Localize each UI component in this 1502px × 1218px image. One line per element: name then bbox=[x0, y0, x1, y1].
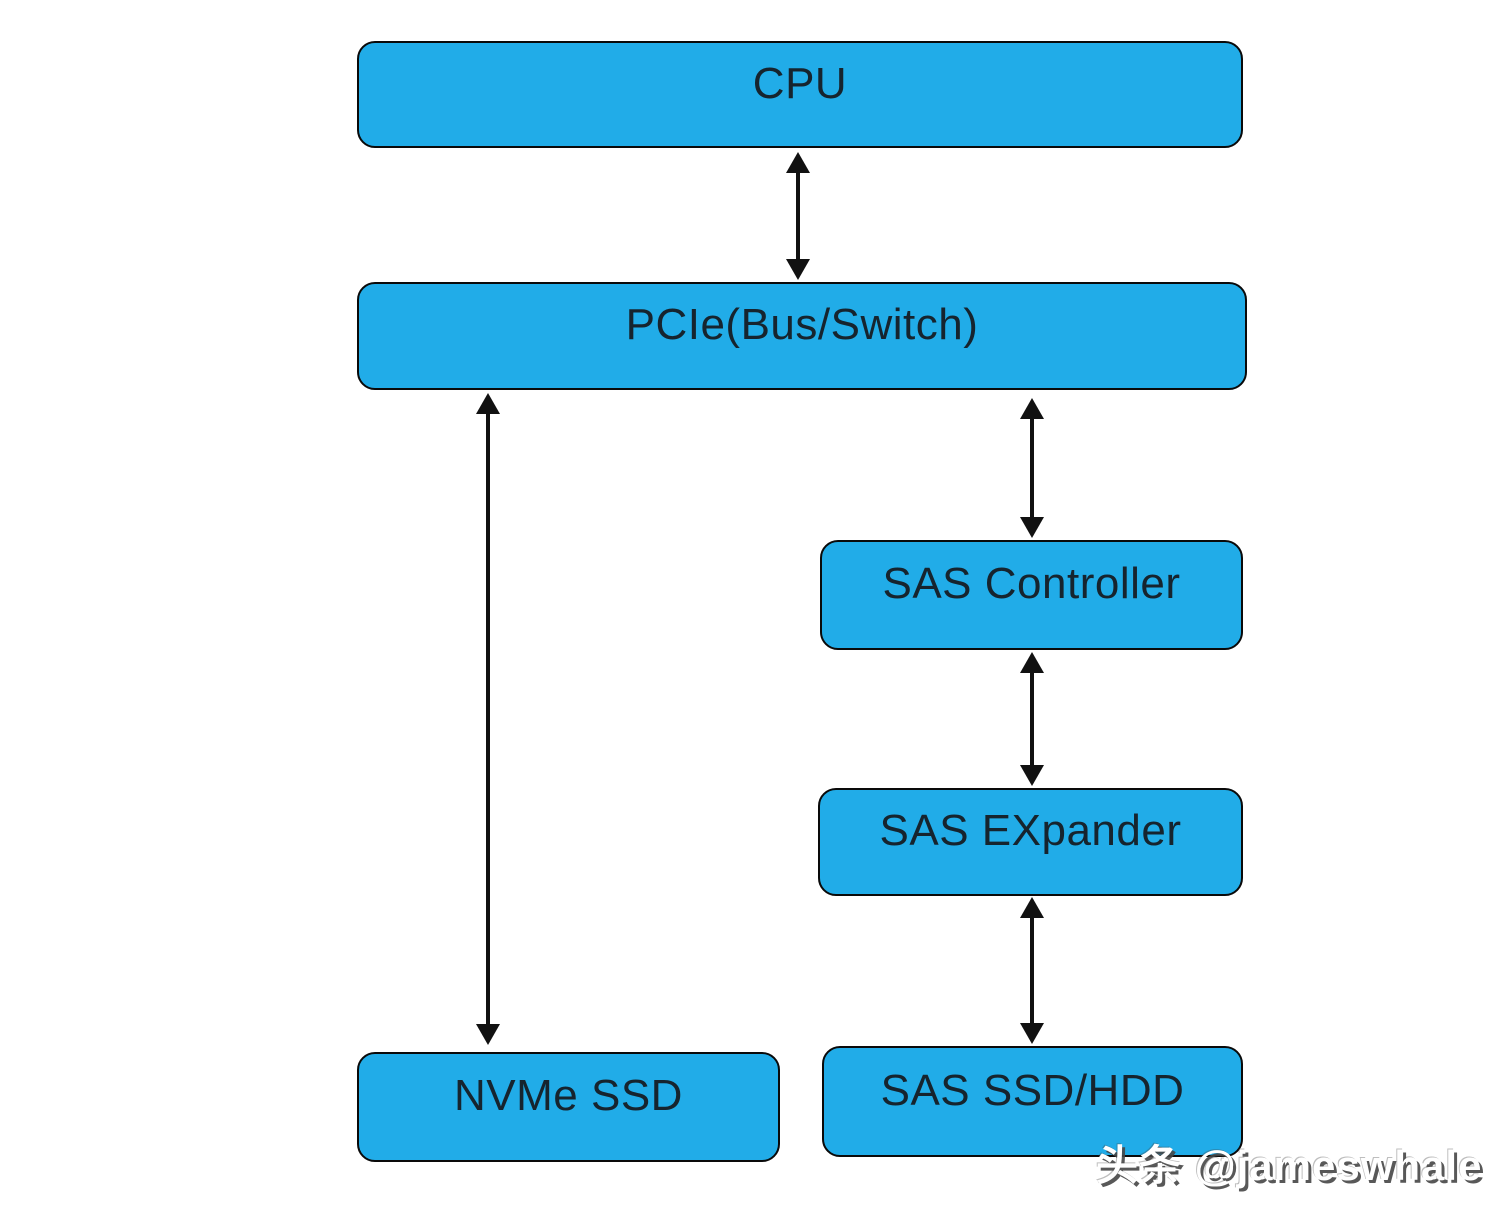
arrow-shaft bbox=[486, 409, 490, 1029]
arrow-up-icon bbox=[1020, 398, 1044, 419]
arrow-up-icon bbox=[1020, 652, 1044, 673]
node-pcie-label: PCIe(Bus/Switch) bbox=[625, 300, 979, 349]
arrow-shaft bbox=[1030, 414, 1034, 522]
node-nvme-ssd-label: NVMe SSD bbox=[454, 1071, 683, 1120]
node-sas-controller-label: SAS Controller bbox=[882, 559, 1181, 608]
arrow-down-icon bbox=[1020, 1023, 1044, 1044]
arrow-up-icon bbox=[1020, 897, 1044, 918]
arrow-sas-expander-sas-ssd-hdd bbox=[1020, 897, 1044, 1044]
node-cpu-label: CPU bbox=[752, 58, 848, 108]
arrow-down-icon bbox=[1020, 765, 1044, 786]
arrow-down-icon bbox=[1020, 517, 1044, 538]
arrow-cpu-pcie bbox=[786, 152, 810, 280]
arrow-shaft bbox=[1030, 668, 1034, 770]
node-nvme-ssd: NVMe SSD bbox=[357, 1052, 780, 1162]
node-sas-ssd-hdd-label: SAS SSD/HDD bbox=[880, 1065, 1185, 1115]
arrow-sas-controller-sas-expander bbox=[1020, 652, 1044, 786]
arrow-shaft bbox=[1030, 913, 1034, 1028]
node-sas-expander: SAS EXpander bbox=[818, 788, 1243, 896]
arrow-up-icon bbox=[786, 152, 810, 173]
node-sas-controller: SAS Controller bbox=[820, 540, 1243, 650]
arrow-pcie-sas-controller bbox=[1020, 398, 1044, 538]
watermark: 头条 @jameswhale bbox=[1096, 1142, 1483, 1189]
node-cpu: CPU bbox=[357, 41, 1243, 148]
node-sas-ssd-hdd: SAS SSD/HDD bbox=[822, 1046, 1243, 1157]
arrow-down-icon bbox=[786, 259, 810, 280]
arrow-pcie-nvme-ssd bbox=[476, 393, 500, 1045]
node-pcie-bus-switch: PCIe(Bus/Switch) bbox=[357, 282, 1247, 390]
node-sas-expander-label: SAS EXpander bbox=[879, 806, 1182, 855]
arrow-shaft bbox=[796, 168, 800, 264]
arrow-up-icon bbox=[476, 393, 500, 414]
arrow-down-icon bbox=[476, 1024, 500, 1045]
